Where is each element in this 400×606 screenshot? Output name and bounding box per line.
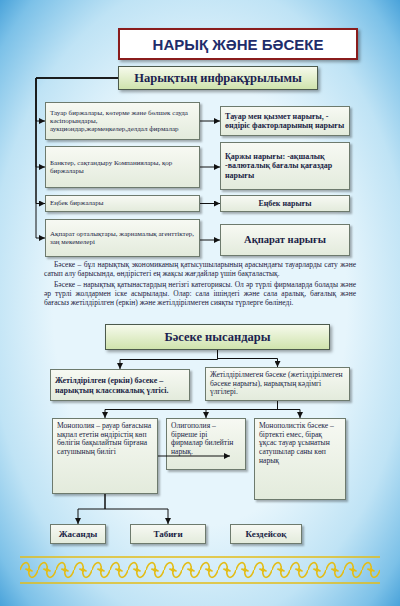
connector xyxy=(200,240,220,241)
concept-box: Олигополия – бірнеше ірі фирмалар билейт… xyxy=(166,418,246,470)
node-text: Кездейсоқ xyxy=(245,529,286,539)
node-text: Жасанды xyxy=(59,529,98,539)
node-text: Еңбек биржалары xyxy=(50,199,195,207)
market-box: Еңбек нарығы xyxy=(220,195,350,212)
type-box: Жасанды xyxy=(50,524,106,544)
node-text: Олигополия – бірнеше ірі фирмалар билейт… xyxy=(171,422,241,457)
market-box: Ақпарат нарығы xyxy=(220,224,350,256)
connector xyxy=(105,494,168,524)
source-box: Еңбек биржалары xyxy=(45,195,200,212)
concept-box: Жетілдірілмеген бәсеке (жетілдірілмеген … xyxy=(205,367,350,401)
node-text: Ақпарат нарығы xyxy=(244,234,326,246)
node-text: Монополия – рауар бағасына ықпал ететін … xyxy=(57,422,153,457)
node-text: Қаржы нарығы: -ақшалық -валюталық бағалы… xyxy=(225,152,345,180)
market-box: Қаржы нарығы: -ақшалық -валюталық бағалы… xyxy=(220,142,350,190)
type-box: Табиғи xyxy=(130,524,206,544)
node-text: Бәсеке нысандары xyxy=(164,330,270,344)
type-box: Кездейсоқ xyxy=(230,524,302,544)
title-text: НАРЫҚ ЖӘНЕ БӘСЕКЕ xyxy=(153,36,324,53)
concept-box: Жетілдірілген (еркін) бәсеке – нарықтың … xyxy=(50,369,190,401)
connector xyxy=(206,401,278,418)
source-box: Тауар биржалары, көтерме және бөлшек сау… xyxy=(45,102,200,140)
node-text: Тауар биржалары, көтерме және бөлшек сау… xyxy=(50,109,195,133)
section-header: Бәсеке нысандары xyxy=(105,324,330,350)
note-paragraph: Бәсеке – бұл нарықтық экономиканың қатыс… xyxy=(44,260,356,278)
connector xyxy=(218,350,278,367)
node-text: Еңбек нарығы xyxy=(258,199,311,208)
connector xyxy=(200,167,220,168)
node-text: Банктер, сақтандыру Компаниялары, қор би… xyxy=(50,159,195,175)
ornament-rule xyxy=(20,556,380,558)
node-text: Жетілдірілмеген бәсеке (жетілдірілмеген … xyxy=(210,371,345,397)
connector xyxy=(105,401,278,418)
connector xyxy=(120,350,218,369)
connector xyxy=(200,203,220,204)
market-box: Тауар мен қызмет нарығы, - өндіріс факто… xyxy=(220,106,350,136)
node-text: Табиғи xyxy=(153,529,182,539)
node-text: Нарықтың инфрақұрылымы xyxy=(134,71,302,85)
concept-box: Монополия – рауар бағасына ықпал ететін … xyxy=(52,418,158,494)
note-block: Бәсеке – бұл нарықтық экономиканың қатыс… xyxy=(44,260,356,309)
concept-box: Монополистік бәсеке – біртекті емес, бір… xyxy=(254,418,346,500)
source-box: Банктер, сақтандыру Компаниялары, қор би… xyxy=(45,146,200,188)
ornament-band xyxy=(20,558,380,582)
ornament-rule xyxy=(20,582,380,584)
node-text: Тауар мен қызмет нарығы, - өндіріс факто… xyxy=(225,112,345,130)
connector xyxy=(78,494,105,524)
node-text: Монополистік бәсеке – біртекті емес, бір… xyxy=(259,422,341,466)
connector xyxy=(278,401,301,418)
section-header: Нарықтың инфрақұрылымы xyxy=(118,66,318,90)
connector xyxy=(200,121,220,122)
title-box: НАРЫҚ ЖӘНЕ БӘСЕКЕ xyxy=(118,28,358,60)
source-box: Ақпарат орталықтары, жарнамалық агенттік… xyxy=(45,219,200,257)
node-text: Жетілдірілген (еркін) бәсеке – нарықтың … xyxy=(55,376,185,394)
node-text: Ақпарат орталықтары, жарнамалық агенттік… xyxy=(50,230,195,246)
note-paragraph: Бәсеке – нарықтық қатынастардың негізгі … xyxy=(44,280,356,307)
